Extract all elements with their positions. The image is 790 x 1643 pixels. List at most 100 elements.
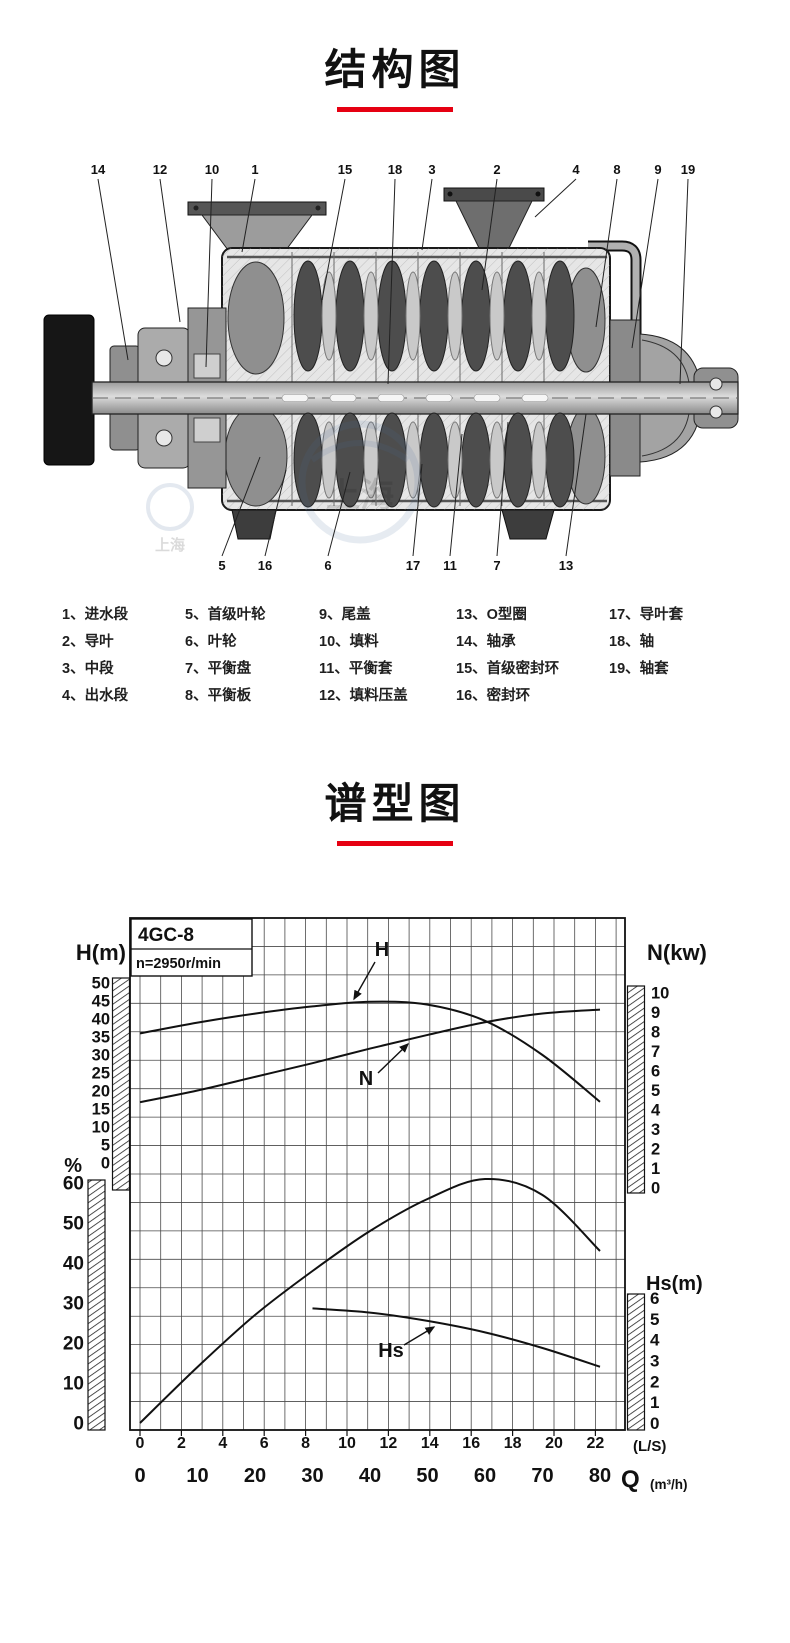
callout-number: 1 (251, 162, 258, 177)
h-axis-label: H(m) (76, 940, 126, 965)
callout-number: 15 (338, 162, 352, 177)
hs-scale-bar (626, 1293, 646, 1431)
x-top-tick: 16 (462, 1435, 480, 1452)
callout-number: 11 (443, 558, 457, 573)
callout-line (387, 178, 396, 385)
callout-number: 4 (572, 162, 580, 177)
curve-N (139, 1008, 601, 1104)
callout-line (321, 178, 346, 301)
part-item: 8、平衡板 (185, 688, 252, 704)
suction-funnel (201, 214, 313, 251)
x-top-tick: 4 (218, 1435, 227, 1452)
hs-axis-tick: 0 (650, 1414, 659, 1433)
callout-number: 6 (324, 558, 331, 573)
n-axis-tick: 6 (651, 1063, 660, 1081)
diffusers (321, 271, 547, 499)
shaft-slots (281, 394, 549, 402)
part-item: 14、轴承 (456, 634, 516, 650)
legend-column: 5、首级叶轮 6、叶轮 7、平衡盘 8、平衡板 (185, 602, 319, 710)
h-axis-tick: 20 (92, 1083, 110, 1101)
callout-line (327, 471, 351, 557)
h-axis-tick: 45 (92, 993, 110, 1011)
packing (193, 417, 221, 443)
h-axis-tick: 25 (92, 1065, 110, 1083)
performance-chart: 5045403530252015105060504030201001098765… (63, 917, 707, 1493)
callout-number: 13 (559, 558, 573, 573)
curve-label-Hs: Hs (378, 1340, 404, 1362)
curve-title-underline (337, 841, 453, 846)
callout-line (595, 178, 618, 328)
flange-bolt (193, 205, 199, 211)
chart-subtitle: n=2950r/min (136, 956, 221, 972)
n-axis-tick: 9 (651, 1004, 660, 1022)
watermark-text: 上海 (326, 477, 394, 515)
x-top-tick: 18 (504, 1435, 522, 1452)
chart-title: 4GC-8 (138, 925, 194, 946)
hs-axis-tick: 2 (650, 1372, 659, 1391)
callout-number: 16 (258, 558, 272, 573)
hs-axis-tick: 4 (650, 1331, 660, 1350)
part-item: 2、导叶 (62, 634, 114, 650)
n-axis-tick: 10 (651, 985, 669, 1003)
callout-line (631, 178, 659, 349)
part-item: 1、进水段 (62, 607, 129, 623)
hs-axis-tick: 6 (650, 1289, 659, 1308)
pump-foot (231, 509, 277, 540)
callout-number: 3 (428, 162, 435, 177)
x-top-tick: 2 (177, 1435, 186, 1452)
eff-axis-tick: 10 (63, 1374, 84, 1395)
x-bottom-tick: 50 (416, 1465, 438, 1487)
q-axis-label: Q (621, 1466, 640, 1493)
discharge-funnel (455, 200, 533, 251)
callout-number: 9 (654, 162, 661, 177)
h-axis-tick: 35 (92, 1029, 110, 1047)
structure-title: 结构图 (324, 46, 466, 93)
n-axis-tick: 3 (651, 1121, 660, 1139)
callout-line (534, 178, 577, 218)
legend-column: 17、导叶套 18、轴 19、轴套 (609, 602, 729, 710)
callout-line (421, 178, 433, 251)
eff-axis-tick: 60 (63, 1174, 84, 1195)
eff-scale-bar (87, 1179, 106, 1431)
eff-axis-tick: 0 (73, 1414, 84, 1435)
callout-number: 18 (388, 162, 402, 177)
eff-axis-tick: 30 (63, 1294, 84, 1315)
curve-label-arrow-H (353, 961, 376, 1001)
x-bottom-tick: 10 (186, 1465, 208, 1487)
part-item: 15、首级密封环 (456, 661, 560, 677)
part-item: 13、O型圈 (456, 607, 527, 623)
flange-bolt (447, 191, 453, 197)
callout-line (221, 456, 261, 557)
n-axis-label: N(kw) (647, 940, 707, 965)
callout-number: 10 (205, 162, 219, 177)
curve-label-arrow-Hs (403, 1326, 436, 1346)
callout-line (412, 463, 423, 557)
legend-column: 1、进水段 2、导叶 3、中段 4、出水段 (62, 602, 185, 710)
q-axis-unit-label: (m³/h) (650, 1477, 688, 1492)
callout-number: 8 (613, 162, 620, 177)
callout-line (565, 413, 587, 557)
n-axis-tick: 8 (651, 1024, 660, 1042)
suction-flange (187, 201, 327, 216)
x-top-tick: 8 (301, 1435, 310, 1452)
h-axis-tick: 10 (92, 1119, 110, 1137)
callout-number: 14 (91, 162, 106, 177)
callout-line (496, 421, 509, 557)
watermark: 上海 (298, 420, 422, 544)
part-item: 19、轴套 (609, 661, 669, 677)
x-top-tick: 6 (260, 1435, 269, 1452)
eff-axis-label: % (64, 1155, 82, 1177)
flange-bolt (535, 191, 541, 197)
parts-legend: 1、进水段 2、导叶 3、中段 4、出水段 5、首级叶轮 6、叶轮 7、平衡盘 … (62, 602, 729, 710)
impellers (293, 260, 575, 508)
hs-axis-tick: 3 (650, 1352, 659, 1371)
eff-axis-tick: 50 (63, 1214, 84, 1235)
x-top-tick: 12 (380, 1435, 398, 1452)
part-item: 17、导叶套 (609, 607, 684, 623)
x-top-unit-label: (L/S) (633, 1438, 666, 1455)
balance-pipe (588, 242, 640, 334)
bearing-ball (709, 377, 723, 391)
x-top-tick: 0 (136, 1435, 145, 1452)
part-item: 10、填料 (319, 634, 379, 650)
